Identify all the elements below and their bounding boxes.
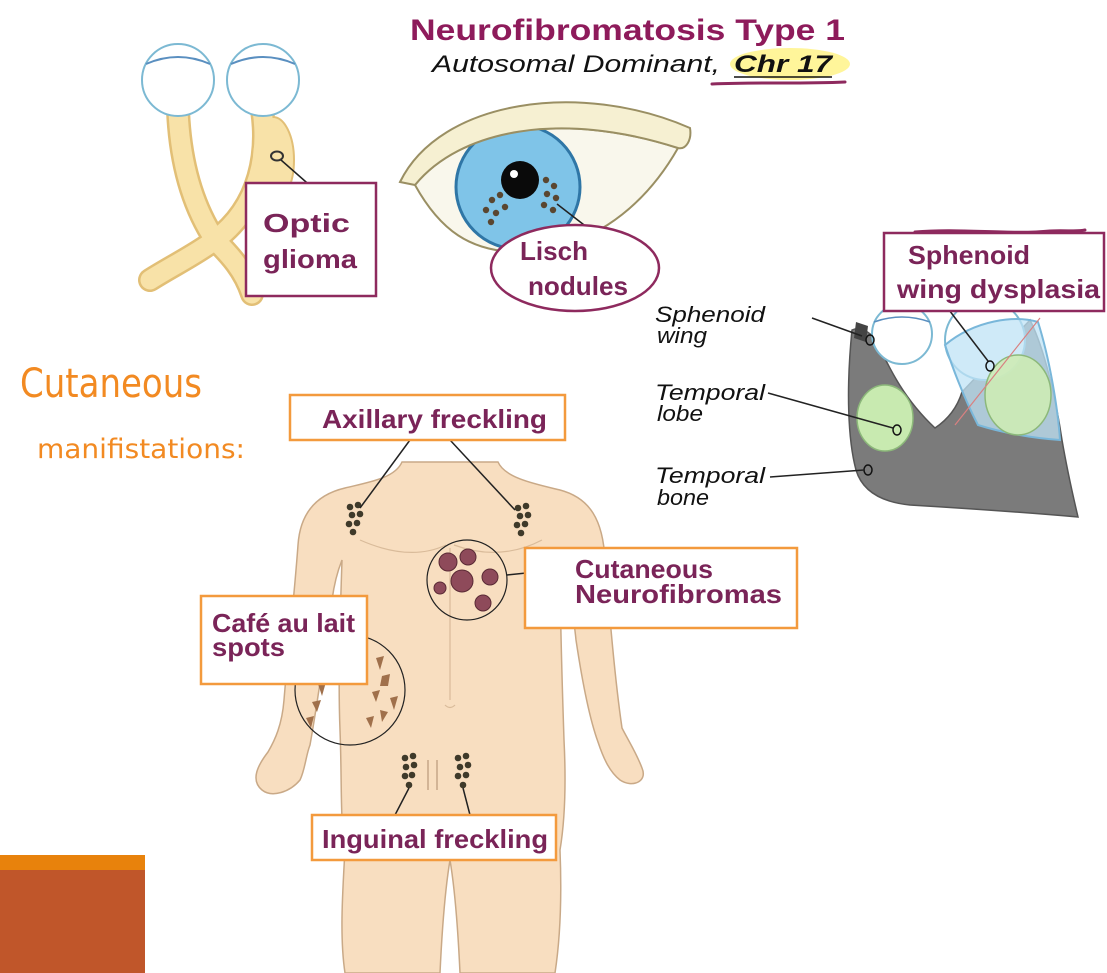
optic-glioma-label-line1: Optic <box>263 208 350 238</box>
temporal-lobe-label-line2: lobe <box>657 401 703 426</box>
optic-glioma-label-line2: glioma <box>263 244 358 274</box>
axillary-freckling-label: Axillary freckling <box>322 404 547 434</box>
pupil-highlight <box>510 170 518 178</box>
lisch-label-line1: Lisch <box>520 236 588 266</box>
handwritten-underline <box>712 82 845 84</box>
eyeball-right <box>227 44 299 116</box>
sphenoid-dysplasia-label-line1: Sphenoid <box>908 240 1030 270</box>
eyeball-left <box>142 44 214 116</box>
eye-illustration: Lisch nodules <box>400 102 690 311</box>
chromosome-text: Chr 17 <box>734 51 834 78</box>
slide-corner-decoration <box>0 855 145 973</box>
handwritten-note-line1: Cutaneous <box>20 361 202 407</box>
handwritten-note: Cutaneous manifistations: <box>20 361 245 465</box>
pupil <box>501 161 539 199</box>
optic-glioma-box <box>246 183 376 296</box>
handwritten-note-line2: manifistations: <box>37 434 245 465</box>
temporal-lobe-right <box>985 355 1051 435</box>
temporal-lobe-left <box>857 385 913 451</box>
sphenoid-dysplasia-label-line2: wing dysplasia <box>896 274 1101 304</box>
page-title: Neurofibromatosis Type 1 <box>410 14 845 47</box>
eyeball-normal <box>872 304 932 364</box>
slide-corner-band <box>0 855 145 870</box>
sphenoid-wing-label-line2: wing <box>657 323 708 348</box>
temporal-bone-label-line2: bone <box>657 485 709 510</box>
lisch-label-line2: nodules <box>528 271 628 301</box>
temporal-bone-leader <box>770 470 864 477</box>
neurofibromas-label-line2: Neurofibromas <box>575 579 782 609</box>
skull-illustration: Sphenoid wing Temporal lobe Temporal bon… <box>655 230 1104 517</box>
cafe-au-lait-label-line2: spots <box>212 632 285 662</box>
sphenoid-wing-leader <box>812 318 862 336</box>
inheritance-text: Autosomal Dominant, <box>429 51 720 78</box>
slide-corner-block <box>0 855 145 973</box>
optic-pathway-illustration: Optic glioma <box>142 44 376 296</box>
header: Neurofibromatosis Type 1 Autosomal Domin… <box>410 14 850 84</box>
inguinal-freckling-label: Inguinal freckling <box>322 824 548 854</box>
handwritten-box-mark <box>915 230 1085 232</box>
body-silhouette <box>256 462 643 973</box>
